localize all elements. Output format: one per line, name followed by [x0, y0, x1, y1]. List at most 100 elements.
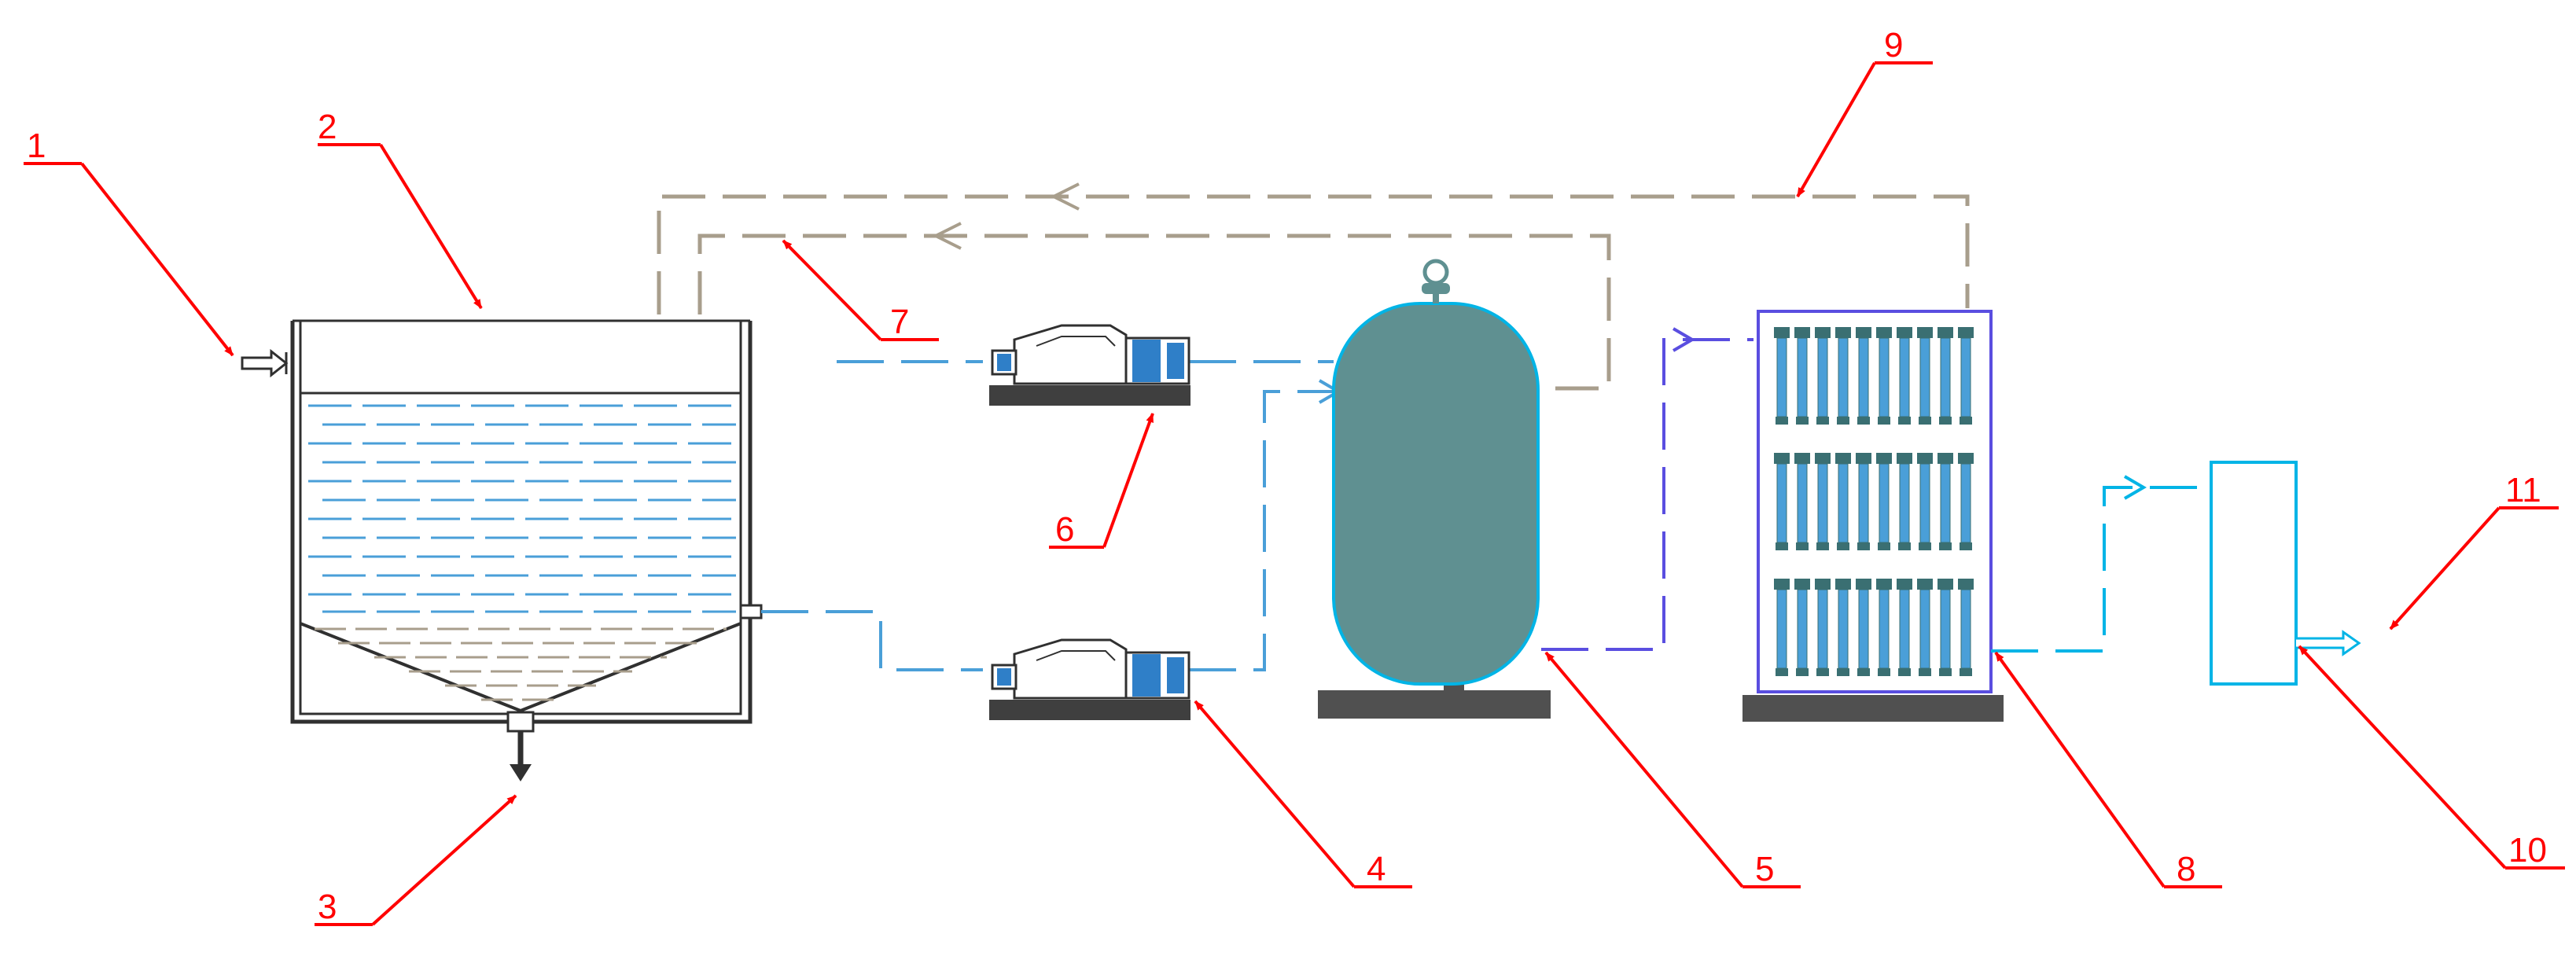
callout-label-6: 6 [1055, 510, 1074, 549]
membrane-cap [1774, 327, 1790, 338]
membrane-foot [1857, 668, 1870, 676]
membrane-tube [1940, 589, 1951, 669]
membrane-tube [1899, 589, 1910, 669]
membrane-foot [1776, 668, 1788, 676]
callout-label-8: 8 [2177, 850, 2195, 888]
membrane-foot [1878, 417, 1890, 425]
membrane-tube [1817, 463, 1828, 543]
membrane-foot [1919, 542, 1931, 550]
membrane-cap [1815, 453, 1831, 464]
callout-label-2: 2 [318, 108, 337, 146]
membrane-tube [1817, 589, 1828, 669]
membrane-tube [1858, 337, 1869, 417]
membrane-cap [1958, 579, 1974, 590]
membrane-foot [1837, 542, 1849, 550]
membrane-cap [1856, 453, 1871, 464]
membrane-cap [1815, 327, 1831, 338]
callout-label-1: 1 [27, 127, 46, 165]
membrane-cap [1835, 579, 1851, 590]
sludge-layer [315, 627, 727, 701]
membrane-foot [1776, 417, 1788, 425]
membrane-cap [1794, 327, 1810, 338]
membrane-foot [1919, 668, 1931, 676]
callout-label-5: 5 [1755, 850, 1774, 888]
membrane-foot [1898, 668, 1911, 676]
membrane-cap [1897, 327, 1912, 338]
membrane-cap [1794, 453, 1810, 464]
membrane-tube [1858, 589, 1869, 669]
membrane-tube [1838, 463, 1849, 543]
membrane-foot [1960, 668, 1972, 676]
membrane-foot [1960, 417, 1972, 425]
membrane-foot [1939, 668, 1952, 676]
return-arrow-9 [1050, 182, 1080, 211]
membrane-cap [1876, 327, 1892, 338]
membrane-cap [1917, 327, 1933, 338]
water-layer [308, 404, 736, 613]
membrane-foot [1857, 417, 1870, 425]
membrane-cap [1897, 453, 1912, 464]
pump-upper [989, 324, 1190, 406]
membrane-foot [1816, 417, 1829, 425]
return-line-9 [657, 194, 1970, 314]
membrane-tube [1919, 589, 1930, 669]
membrane-tube [1879, 463, 1890, 543]
membrane-tube [1776, 589, 1787, 669]
membrane-cap [1856, 327, 1871, 338]
callout-label-7: 7 [890, 303, 909, 341]
membrane-tube [1776, 337, 1787, 417]
membrane-tube [1879, 589, 1890, 669]
membrane-cap [1794, 579, 1810, 590]
membrane-tube [1797, 463, 1808, 543]
membrane-cap [1856, 579, 1871, 590]
membrane-cap [1815, 579, 1831, 590]
membrane-foot [1796, 542, 1809, 550]
membrane-foot [1878, 542, 1890, 550]
membrane-tube [1960, 589, 1971, 669]
membrane-foot [1878, 668, 1890, 676]
membrane-foot [1816, 668, 1829, 676]
membrane-foot [1776, 542, 1788, 550]
membrane-foot [1960, 542, 1972, 550]
membrane-tube [1838, 589, 1849, 669]
membrane-tube [1899, 337, 1910, 417]
membrane-foot [1898, 417, 1911, 425]
callout-label-3: 3 [318, 888, 337, 926]
callout-label-11: 11 [2505, 471, 2541, 509]
membrane-cap [1938, 327, 1953, 338]
settling-tank [241, 319, 763, 781]
membrane-tube [1960, 463, 1971, 543]
callouts [24, 61, 2565, 926]
membrane-tube [1858, 463, 1869, 543]
membrane-foot [1796, 668, 1809, 676]
membrane-foot [1816, 542, 1829, 550]
membrane-cap [1938, 579, 1953, 590]
membrane-tube [1817, 337, 1828, 417]
membrane-tube [1940, 337, 1951, 417]
membrane-cap [1774, 579, 1790, 590]
membrane-tube [1776, 463, 1787, 543]
membrane-cap [1835, 327, 1851, 338]
callout-labels: 1 2 3 4 5 6 7 8 9 10 11 [27, 26, 2547, 926]
membrane-foot [1939, 417, 1952, 425]
membrane-foot [1939, 542, 1952, 550]
membrane-cap [1938, 453, 1953, 464]
membrane-tube [1797, 589, 1808, 669]
return-arrow-7 [932, 222, 962, 250]
permeate-arrow [2123, 475, 2147, 500]
concentrate-arrow [1672, 327, 1695, 352]
membrane-cap [1958, 453, 1974, 464]
membrane-tube [1940, 463, 1951, 543]
membrane-foot [1898, 542, 1911, 550]
membrane-tube [1879, 337, 1890, 417]
product-tank [2210, 461, 2361, 686]
membrane-cap [1917, 579, 1933, 590]
callout-label-10: 10 [2508, 831, 2547, 870]
membrane-tube [1797, 337, 1808, 417]
membrane-tube [1899, 463, 1910, 543]
pressure-vessel [1318, 259, 1551, 719]
callout-label-4: 4 [1367, 850, 1386, 888]
feed-line-lower [761, 390, 1337, 671]
membrane-foot [1837, 668, 1849, 676]
permeate-line [1991, 486, 2210, 653]
